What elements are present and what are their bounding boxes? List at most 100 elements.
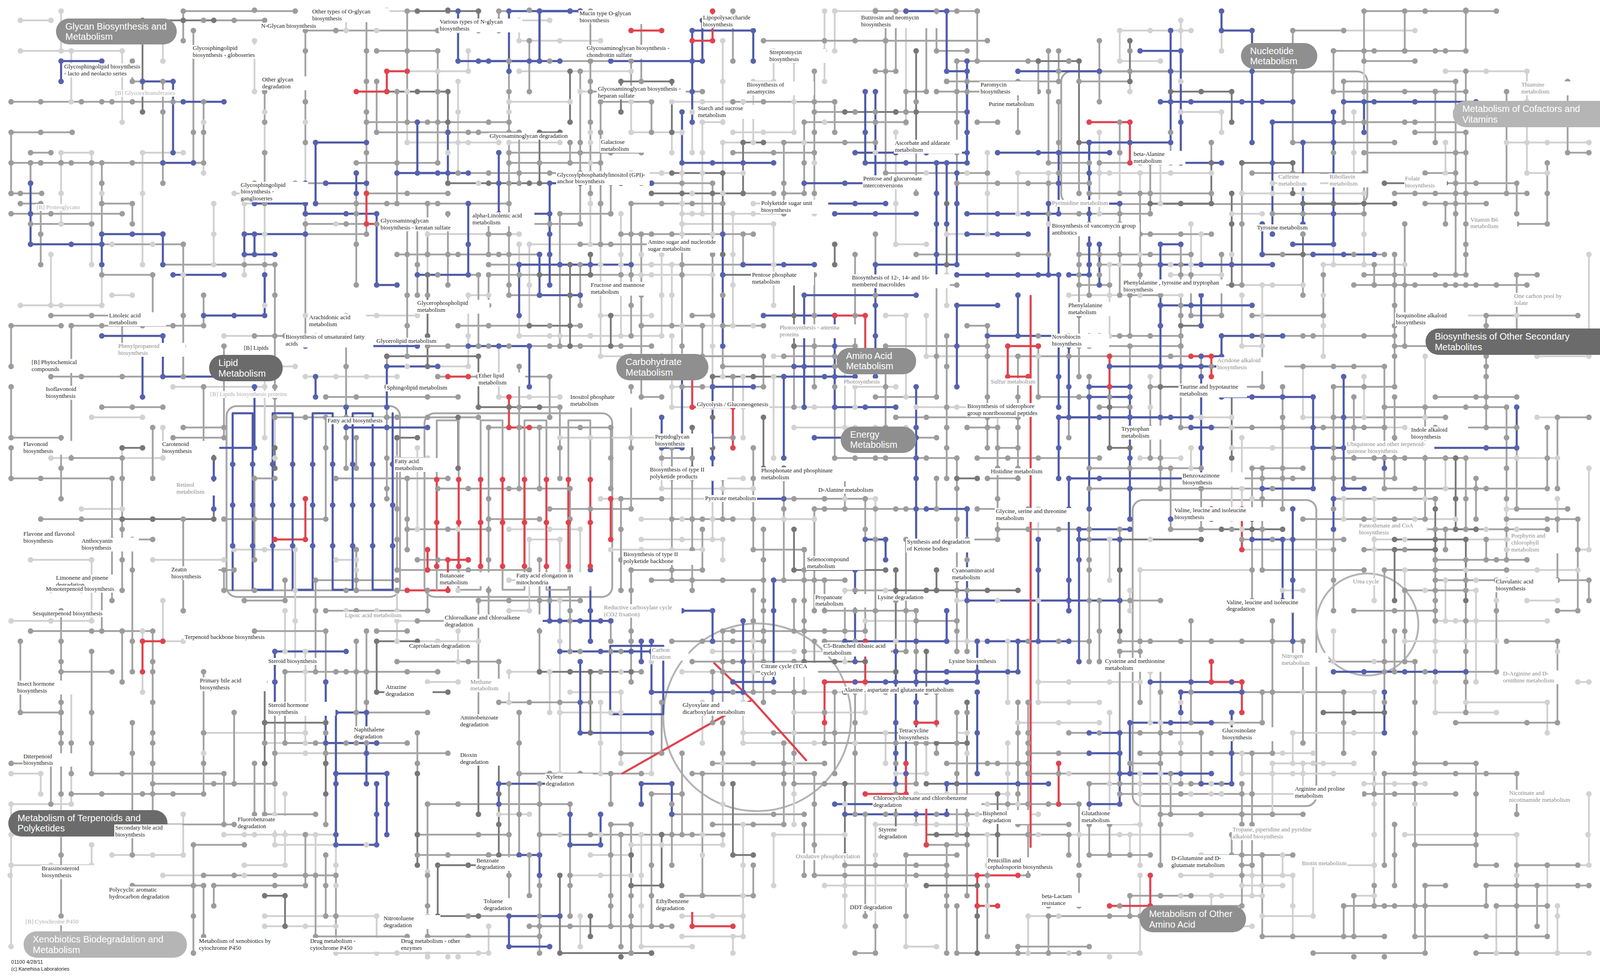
compound-dot <box>1045 170 1052 176</box>
compound-dot <box>536 781 543 787</box>
compound-dot <box>587 333 594 339</box>
compound-dot <box>1371 801 1377 807</box>
compound-dot <box>363 119 370 125</box>
compound-dot <box>781 577 787 583</box>
compound-dot <box>1340 536 1347 543</box>
compound-dot <box>628 445 634 451</box>
compound-dot <box>475 129 482 136</box>
compound-dot <box>261 546 268 553</box>
reaction-line <box>508 916 560 947</box>
compound-dot <box>434 48 441 54</box>
compound-dot <box>811 770 818 777</box>
compound-dot <box>485 923 492 930</box>
compound-dot <box>597 496 604 502</box>
compound-dot <box>1422 496 1428 502</box>
compound-dot <box>1371 597 1377 604</box>
compound-dot <box>1116 791 1123 797</box>
compound-dot <box>160 872 166 879</box>
compound-dot <box>770 302 777 309</box>
compound-dot <box>1452 618 1459 624</box>
compound-dot <box>1137 862 1143 869</box>
compound-dot <box>1586 862 1592 869</box>
compound-dot <box>1167 781 1174 787</box>
compound-dot <box>1432 679 1439 685</box>
compound-dot <box>251 37 258 44</box>
compound-dot <box>597 312 604 319</box>
compound-dot <box>1524 597 1530 604</box>
compound-dot <box>943 445 950 451</box>
compound-dot <box>516 333 522 339</box>
compound-dot <box>1554 903 1561 909</box>
reaction-line <box>396 91 509 204</box>
compound-dot <box>1096 99 1103 105</box>
compound-dot <box>48 302 54 309</box>
compound-dot <box>903 312 909 319</box>
compound-dot <box>974 119 980 125</box>
compound-dot <box>434 200 441 207</box>
compound-dot <box>1137 679 1143 685</box>
compound-dot <box>1035 455 1042 461</box>
compound-dot <box>954 648 960 655</box>
compound-dot <box>292 618 298 624</box>
reaction-line <box>895 570 937 591</box>
compound-dot <box>1269 760 1276 767</box>
compound-dot <box>1147 210 1154 217</box>
compound-dot <box>404 628 410 634</box>
compound-dot <box>811 842 818 848</box>
compound-dot <box>1259 210 1266 217</box>
reaction-line <box>1353 804 1375 896</box>
compound-dot <box>781 781 787 787</box>
reaction-line <box>1140 783 1171 866</box>
reaction-line <box>620 702 662 754</box>
compound-dot <box>730 282 736 288</box>
compound-dot <box>200 750 207 757</box>
compound-dot <box>1045 251 1052 258</box>
compound-dot <box>1239 343 1245 349</box>
reaction-line <box>570 855 632 876</box>
compound-dot <box>373 129 380 136</box>
compound-dot <box>648 272 655 278</box>
compound-dot <box>414 261 421 268</box>
compound-dot <box>811 404 818 410</box>
compound-dot <box>546 669 553 675</box>
compound-dot <box>679 669 685 675</box>
compound-dot <box>882 455 889 461</box>
compound-dot <box>1401 831 1408 838</box>
compound-dot <box>109 597 115 604</box>
compound-dot <box>1178 791 1184 797</box>
compound-dot <box>1259 882 1266 889</box>
compound-dot <box>1473 282 1479 288</box>
compound-dot <box>709 312 716 319</box>
compound-dot <box>628 434 634 441</box>
compound-dot <box>1442 68 1449 75</box>
compound-dot <box>1106 577 1113 583</box>
compound-dot <box>58 791 64 797</box>
compound-dot <box>1106 954 1113 960</box>
compound-dot <box>1106 292 1113 298</box>
compound-dot <box>1025 950 1031 956</box>
compound-dot <box>1442 577 1449 583</box>
compound-dot <box>638 516 645 522</box>
compound-dot <box>1239 190 1245 197</box>
compound-dot <box>1208 231 1215 237</box>
compound-dot <box>913 251 919 258</box>
compound-dot <box>1463 149 1469 156</box>
compound-dot <box>506 577 512 583</box>
compound-dot <box>404 48 410 54</box>
compound-dot <box>1147 404 1154 410</box>
compound-dot <box>770 221 777 227</box>
compound-dot <box>465 292 472 298</box>
compound-dot <box>1463 251 1469 258</box>
compound-dot <box>1137 950 1143 956</box>
compound-dot <box>455 628 461 634</box>
reaction-line <box>631 834 662 886</box>
compound-dot <box>903 506 909 512</box>
compound-dot <box>251 557 258 563</box>
compound-dot <box>200 170 207 176</box>
compound-dot <box>363 842 370 848</box>
reaction-line <box>488 264 581 306</box>
compound-dot <box>1208 872 1215 879</box>
compound-dot <box>719 801 726 807</box>
compound-dot <box>648 770 655 777</box>
reaction-line <box>875 81 968 112</box>
